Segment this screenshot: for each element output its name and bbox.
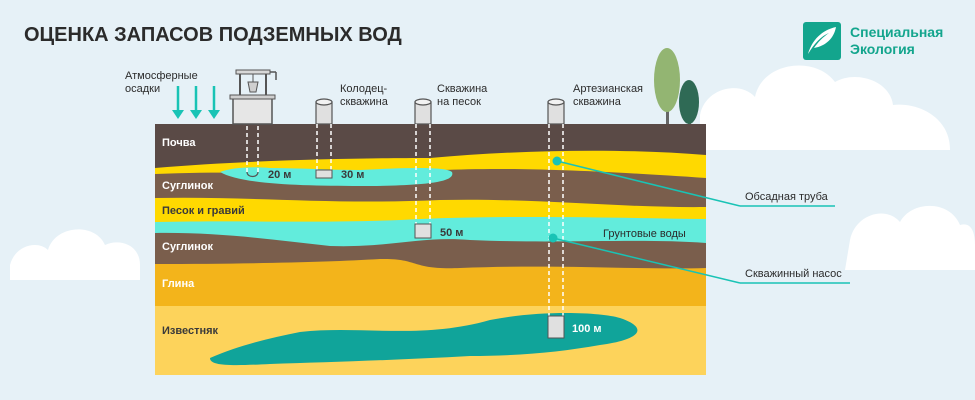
precipitation-label-line1: Атмосферные bbox=[125, 70, 198, 82]
brand-name-line1: Специальная bbox=[850, 24, 943, 40]
sand-borehole-label-line2: на песок bbox=[437, 96, 481, 108]
layer-label-loam-1: Суглинок bbox=[162, 180, 213, 192]
layer-label-soil: Почва bbox=[162, 137, 196, 149]
water-lens bbox=[220, 167, 453, 186]
sand-borehole-pipe bbox=[414, 98, 432, 239]
rain-arrows-icon bbox=[172, 86, 220, 119]
depth-50: 50 м bbox=[440, 227, 463, 239]
well-icon bbox=[229, 69, 277, 178]
layer-label-limestone: Известняк bbox=[162, 325, 219, 337]
brand-logo-icon bbox=[803, 22, 841, 60]
well-borehole-label-line1: Колодец- bbox=[340, 83, 388, 95]
callout-pump bbox=[548, 233, 850, 284]
cloud-left bbox=[10, 229, 140, 280]
artesian-borehole-pipe bbox=[547, 98, 565, 339]
cloud-right-bottom bbox=[845, 205, 975, 270]
artesian-label-line2: скважина bbox=[573, 96, 622, 108]
depth-20: 20 м bbox=[268, 169, 291, 181]
groundwater-label: Грунтовые воды bbox=[603, 228, 686, 240]
well-borehole-label-line2: скважина bbox=[340, 96, 389, 108]
cloud-right bbox=[700, 65, 950, 150]
casing-label: Обсадная труба bbox=[745, 191, 829, 203]
artesian-label-line1: Артезианская bbox=[573, 83, 643, 95]
precipitation-label-line2: осадки bbox=[125, 83, 160, 95]
well-borehole-pipe bbox=[315, 98, 333, 179]
pump-label: Скважинный насос bbox=[745, 268, 842, 280]
callout-casing bbox=[552, 156, 835, 207]
layer-label-clay: Глина bbox=[162, 278, 195, 290]
depth-30: 30 м bbox=[341, 169, 364, 181]
depth-100: 100 м bbox=[572, 323, 602, 335]
layer-label-sand-gravel: Песок и гравий bbox=[162, 205, 245, 217]
layer-label-loam-2: Суглинок bbox=[162, 241, 213, 253]
tree-icon bbox=[654, 48, 699, 125]
artesian-aquifer bbox=[210, 313, 638, 366]
page-title: ОЦЕНКА ЗАПАСОВ ПОДЗЕМНЫХ ВОД bbox=[24, 24, 402, 46]
sand-borehole-label-line1: Скважина bbox=[437, 83, 488, 95]
brand-name-line2: Экология bbox=[850, 41, 915, 57]
